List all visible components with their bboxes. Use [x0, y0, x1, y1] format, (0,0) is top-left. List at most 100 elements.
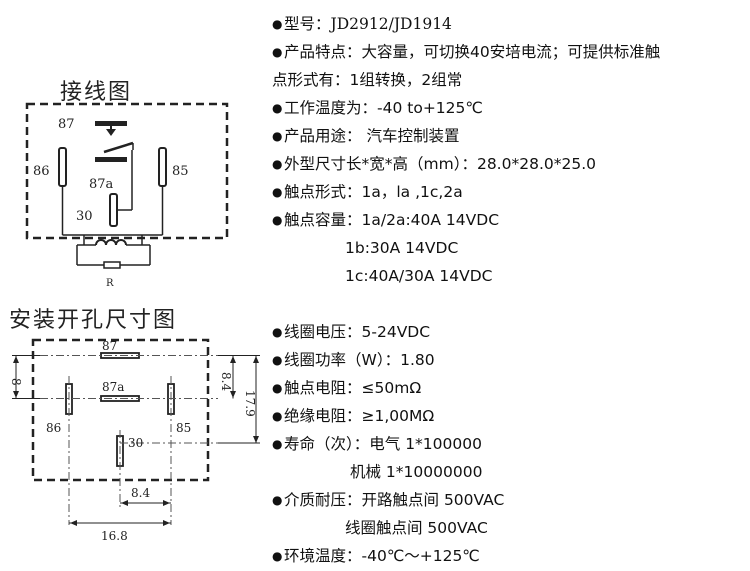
spec-model: ●型号：JD2912/JD1914 — [272, 10, 452, 38]
spec-value: 28.0*28.0*25.0 — [476, 155, 596, 173]
bullet-icon: ● — [272, 129, 283, 143]
dim-84-bottom-label: 8.4 — [131, 486, 150, 500]
arrow-icon — [163, 500, 170, 506]
bullet-icon: ● — [272, 157, 283, 171]
spec-value: 1c:40A/30A 14VDC — [345, 267, 493, 285]
label-87a: 87a — [102, 380, 124, 394]
spec-label: 绝缘电阻： — [284, 407, 362, 425]
spec-label: 线圈功率（W）： — [284, 351, 401, 369]
spec-label: 触点容量： — [284, 211, 362, 229]
spec-value: ≥1,00MΩ — [361, 407, 435, 425]
bullet-icon: ● — [272, 101, 283, 115]
dim-8-label: 8 — [9, 378, 23, 386]
wiring-diagram-title: 接线图 — [60, 80, 133, 105]
spec-label: 产品用途： — [284, 127, 362, 145]
pin-87a-contact — [95, 157, 127, 162]
bullet-icon: ● — [272, 549, 283, 563]
spec-value: 1.80 — [400, 351, 435, 369]
spec-value: -40℃～+125℃ — [361, 547, 480, 565]
spec-coil-power: ●线圈功率（W）：1.80 — [272, 346, 435, 374]
label-86: 86 — [46, 421, 61, 435]
spec-label: 产品特点： — [284, 43, 362, 61]
spec-label: 触点形式： — [284, 183, 362, 201]
label-resistor: R — [106, 278, 114, 289]
mounting-diagram: 8 8.4 17.9 8.4 16.8 87 87a 86 85 30 — [9, 338, 260, 543]
wiring-diagram-frame — [25, 102, 229, 240]
switch-arm — [103, 141, 134, 154]
dim-168-label: 16.8 — [101, 529, 128, 543]
spec-usage: ●产品用途： 汽车控制装置 — [272, 122, 459, 150]
label-86: 86 — [33, 164, 50, 179]
spec-value: ≤50mΩ — [361, 379, 422, 397]
bullet-icon: ● — [272, 437, 283, 451]
spec-label: 外型尺寸长*宽*高（mm）： — [284, 155, 477, 173]
label-87: 87 — [102, 339, 117, 353]
label-87: 87 — [58, 117, 75, 132]
bullet-icon: ● — [272, 45, 283, 59]
spec-dielectric: ●介质耐压：开路触点间 500VAC — [272, 486, 504, 514]
bullet-icon: ● — [272, 325, 283, 339]
label-85: 85 — [172, 164, 189, 179]
coil-icon — [95, 239, 127, 246]
bullet-icon: ● — [272, 353, 283, 367]
spec-value: 线圈触点间 500VAC — [345, 519, 488, 537]
arrow-icon — [13, 391, 19, 398]
spec-value: 点形式有：1组转换，2组常 — [272, 71, 463, 89]
dim-84-right-label: 8.4 — [219, 372, 233, 391]
pin-87-contact — [95, 121, 127, 126]
spec-value: 5-24VDC — [361, 323, 431, 341]
spec-capacity-1c: 1c:40A/30A 14VDC — [345, 262, 493, 290]
pin-85 — [158, 147, 167, 187]
spec-features: ●产品特点：大容量，可切换40安培电流；可提供标准触 — [272, 38, 660, 66]
spec-label: 环境温度： — [284, 547, 362, 565]
mounting-diagram-title: 安装开孔尺寸图 — [9, 308, 178, 333]
spec-value: 1a/2a:40A 14VDC — [361, 211, 500, 229]
spec-features-cont: 点形式有：1组转换，2组常 — [272, 66, 462, 94]
arrow-icon — [121, 500, 128, 506]
arrow-icon — [13, 356, 19, 363]
spec-contact-resistance: ●触点电阻：≤50mΩ — [272, 374, 421, 402]
spec-value: 1a，la ,1c,2a — [361, 183, 463, 201]
spec-label: 寿命（次）： — [284, 435, 370, 453]
arrow-icon — [106, 129, 116, 136]
bullet-icon: ● — [272, 409, 283, 423]
arrow-icon — [253, 436, 259, 443]
mounting-diagram-frame — [31, 338, 210, 482]
bullet-icon: ● — [272, 213, 283, 227]
spec-size: ●外型尺寸长*宽*高（mm）：28.0*28.0*25.0 — [272, 150, 596, 178]
arrow-icon — [163, 520, 170, 526]
spec-temp: ●工作温度为：-40 to+125℃ — [272, 94, 483, 122]
dim-179-label: 17.9 — [243, 390, 257, 417]
spec-label: 线圈电压： — [284, 323, 362, 341]
spec-env-temp: ●环境温度：-40℃～+125℃ — [272, 542, 480, 570]
arrow-icon — [230, 391, 236, 398]
bullet-icon: ● — [272, 17, 283, 31]
spec-label: 型号： — [284, 15, 331, 33]
spec-value: 电气 1*100000 — [369, 435, 482, 453]
spec-capacity-1b: 1b:30A 14VDC — [345, 234, 458, 262]
label-30: 30 — [128, 436, 143, 450]
spec-value: 汽车控制装置 — [361, 127, 460, 145]
spec-value: -40 to+125℃ — [377, 99, 483, 117]
spec-dielectric-coil: 线圈触点间 500VAC — [345, 514, 488, 542]
pin-86 — [58, 147, 67, 187]
spec-label: 介质耐压： — [284, 491, 362, 509]
spec-value: 机械 1*10000000 — [350, 463, 483, 481]
spec-contact-form: ●触点形式：1a，la ,1c,2a — [272, 178, 463, 206]
bullet-icon: ● — [272, 185, 283, 199]
spec-value: 大容量，可切换40安培电流；可提供标准触 — [361, 43, 661, 61]
label-30: 30 — [76, 209, 93, 224]
bullet-icon: ● — [272, 381, 283, 395]
spec-label: 工作温度为： — [284, 99, 378, 117]
spec-life: ●寿命（次）：电气 1*100000 — [272, 430, 482, 458]
arrow-icon — [230, 356, 236, 363]
label-87a: 87a — [89, 177, 114, 192]
resistor-icon — [103, 261, 121, 269]
spec-life-mech: 机械 1*10000000 — [350, 458, 482, 486]
bullet-icon: ● — [272, 493, 283, 507]
spec-insulation: ●绝缘电阻：≥1,00MΩ — [272, 402, 434, 430]
spec-capacity: ●触点容量：1a/2a:40A 14VDC — [272, 206, 499, 234]
spec-value: JD2912/JD1914 — [330, 15, 452, 33]
wiring-diagram: 87 86 87a 85 30 R — [25, 102, 229, 289]
label-85: 85 — [176, 421, 191, 435]
